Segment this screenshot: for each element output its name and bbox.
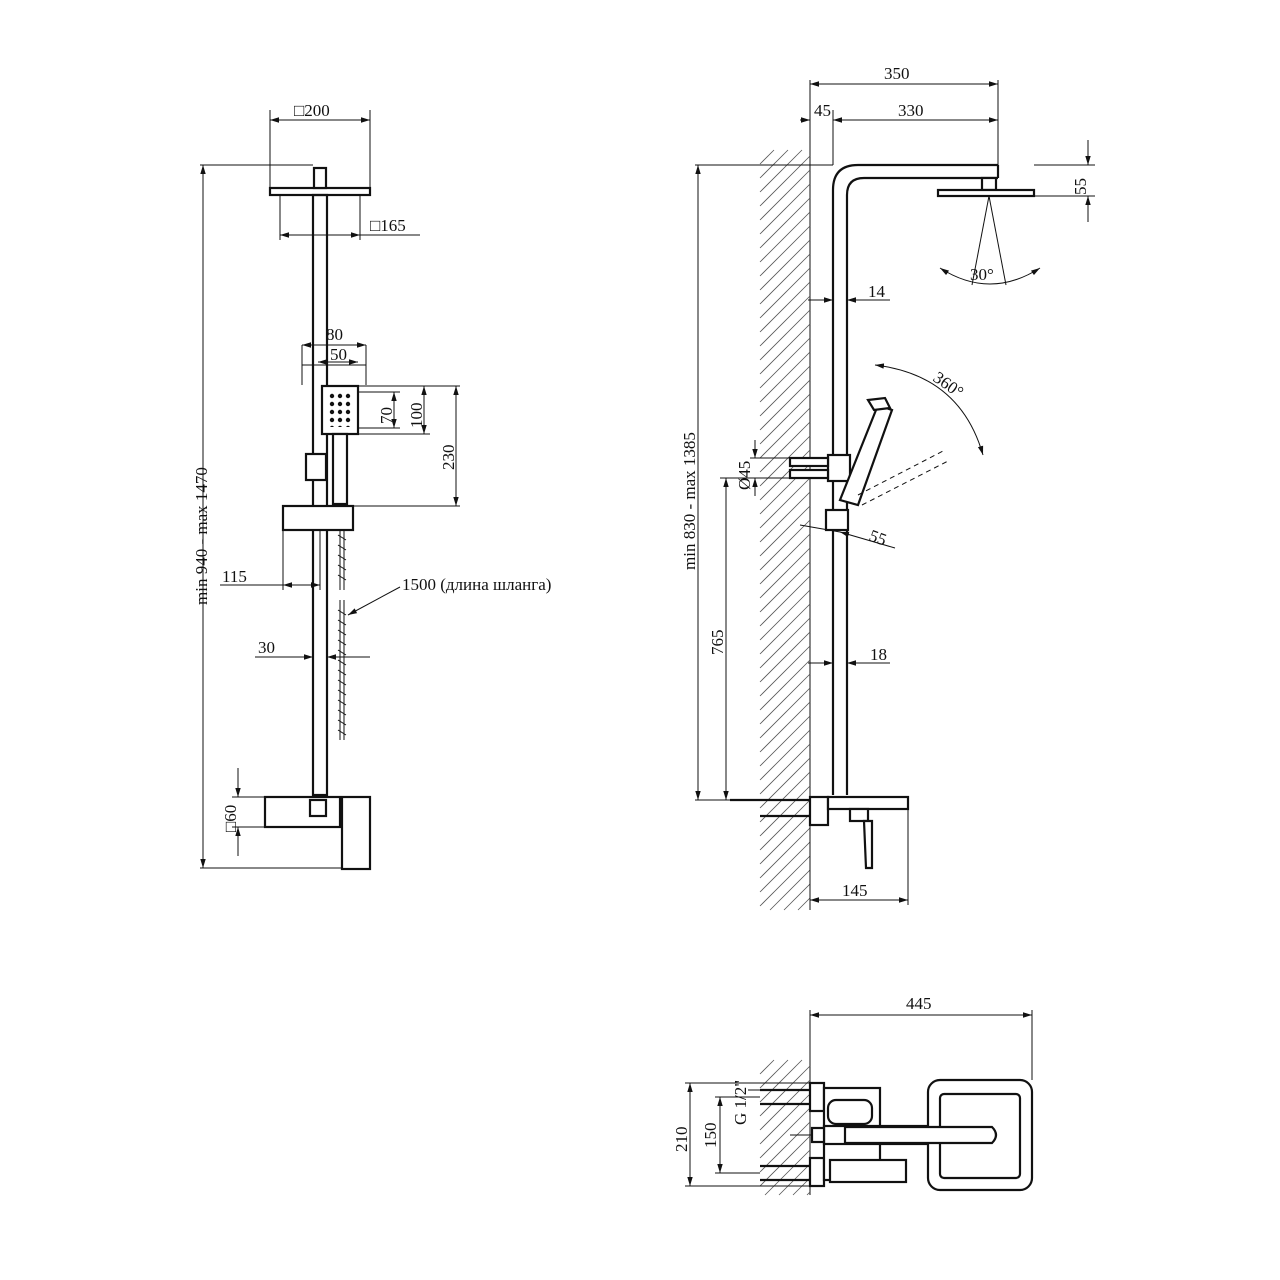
side-mixer-valve: [848, 807, 870, 823]
front-head-inner-label: □165: [370, 216, 406, 235]
side-shower-head: [936, 188, 1036, 198]
side-bracket-screw-bottom: [788, 468, 830, 480]
top-mixer-cartridge: [826, 1098, 874, 1126]
front-mixer-body: [263, 795, 342, 829]
top-outer-spacing-label: 210: [672, 1127, 691, 1153]
front-holder: [304, 452, 328, 482]
front-main-bar: [311, 193, 329, 797]
side-wall-hatch: [759, 149, 811, 911]
side-bar-bottom-label: 18: [870, 645, 887, 664]
side-bracket-diameter-label: Ø45: [735, 461, 754, 490]
side-total-height-label: min 830 - max 1385: [680, 432, 699, 570]
front-hose-upper: [339, 530, 345, 590]
side-bar-top-label: 14: [868, 282, 886, 301]
front-bar-offset-label: 30: [258, 638, 275, 657]
front-slider-offset-label: 115: [222, 567, 247, 586]
side-rotation-label: 360°: [930, 368, 967, 402]
front-holder-height-label: 230: [439, 445, 458, 471]
front-mixer-outlet: [308, 798, 328, 818]
side-view: 30° 360° 55 350 45 330 55: [680, 64, 1095, 911]
front-view: □200 □165 min 940 - max 1470 80 50 70 10…: [192, 101, 551, 871]
front-hand-nozzles: [327, 391, 353, 427]
side-hand-rotated: [857, 449, 951, 506]
side-arm-total-label: 350: [884, 64, 910, 83]
front-total-height-label: min 940 - max 1470: [192, 467, 211, 605]
top-inlet-spacing-label: 150: [701, 1123, 720, 1149]
side-mixer-lever: [862, 819, 874, 870]
front-slider: [281, 504, 355, 532]
front-hose-length-label: 1500 (длина шланга): [402, 575, 551, 594]
side-shower-arm-outer: [831, 163, 998, 795]
side-mixer-spout: [826, 795, 910, 811]
top-left-eccentric: [808, 1081, 826, 1113]
side-bracket-screw-top: [788, 456, 830, 468]
front-hose-lower: [339, 600, 345, 740]
side-holder-size-label: 55: [867, 526, 889, 550]
side-mixer-height-label: 765: [708, 630, 727, 656]
side-arm-reach-label: 330: [898, 101, 924, 120]
front-hand-width-label: 80: [326, 325, 343, 344]
top-center-fitting: [810, 1126, 826, 1144]
front-head-connector: [312, 166, 328, 190]
front-hand-nozzle-label: 70: [377, 407, 396, 424]
side-shower-arm-inner: [845, 176, 998, 795]
side-head-height-label: 55: [1071, 178, 1090, 195]
front-head-size-label: □200: [294, 101, 330, 120]
side-head-connector: [980, 176, 998, 192]
side-mixer-flange: [808, 795, 830, 827]
side-spray-angle-label: 30°: [970, 265, 994, 284]
top-lower-body: [828, 1158, 908, 1184]
front-hand-inner-label: 50: [330, 345, 347, 364]
front-hand-height-label: 100: [407, 403, 426, 429]
top-view: 445 210 150 G 1/2": [672, 994, 1034, 1196]
side-holder: [824, 508, 850, 532]
top-total-depth-label: 445: [906, 994, 932, 1013]
side-upper-bracket: [826, 453, 852, 483]
front-mixer-spout: [340, 795, 372, 871]
top-right-eccentric: [808, 1156, 826, 1188]
front-hand-handle: [331, 432, 349, 506]
front-mixer-size-label: □60: [221, 805, 240, 832]
side-spout-reach-label: 145: [842, 881, 868, 900]
side-wall-gap-label: 45: [814, 101, 831, 120]
top-shower-arm: [843, 1125, 998, 1145]
top-thread-label: G 1/2": [731, 1080, 750, 1125]
